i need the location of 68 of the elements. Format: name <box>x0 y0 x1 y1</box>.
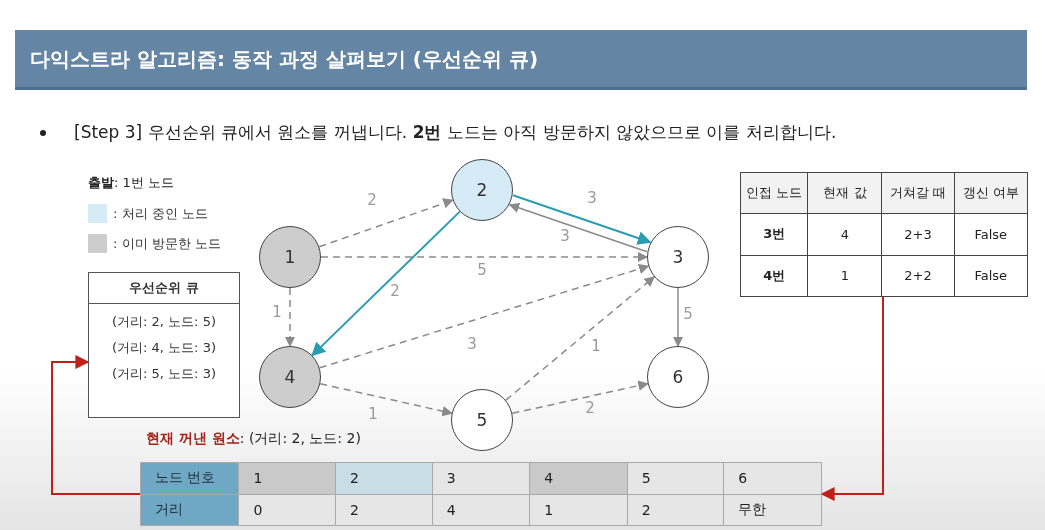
edge-label: 2 <box>367 191 377 209</box>
queue-heading: 우선순위 큐 <box>89 273 239 304</box>
table-cell: 4 <box>529 462 628 494</box>
edge-label: 2 <box>390 282 400 300</box>
legend-text: : 이미 방문한 노드 <box>113 235 221 253</box>
header-cell: 현재 값 <box>807 172 882 214</box>
legend-text: : 처리 중인 노드 <box>113 205 208 223</box>
header-cell: 인접 노드 <box>740 172 808 214</box>
table-cell: False <box>954 213 1028 256</box>
table-cell: 3번 <box>740 213 808 256</box>
arrow <box>508 202 648 253</box>
arrow <box>511 194 652 245</box>
table-cell: 1 <box>238 462 336 494</box>
queue-item: (거리: 4, 노드: 3) <box>111 339 217 357</box>
edge-label: 5 <box>477 261 487 279</box>
arrow <box>51 355 141 495</box>
arrow <box>311 210 461 357</box>
table-cell: 무한 <box>723 494 822 526</box>
table <box>740 172 1028 297</box>
table-cell: 1 <box>807 255 882 297</box>
queue-panel <box>88 272 240 418</box>
graph-node: 2 <box>451 159 513 221</box>
table-cell: 0 <box>238 494 336 526</box>
graph-node: 6 <box>647 346 709 408</box>
table-cell: 2 <box>335 494 433 526</box>
bullet-text: [Step 3] 우선순위 큐에서 원소를 꺼냅니다. 2번 노드는 아직 방문하지 않았으므로 이를 처리합니다. <box>74 121 837 144</box>
graph-node: 4 <box>259 346 321 408</box>
table <box>140 462 822 526</box>
arrow <box>672 287 684 348</box>
table-cell: 2 <box>335 462 433 494</box>
header-cell: 거쳐갈 때 <box>881 172 955 214</box>
arrow <box>320 251 649 263</box>
table-cell: 3 <box>432 462 530 494</box>
arrow <box>318 198 454 248</box>
header-cell: 갱신 여부 <box>954 172 1028 214</box>
graph-node: 3 <box>647 226 709 288</box>
edge-label: 2 <box>585 399 595 417</box>
start-note: 출발: 1번 노드 <box>88 174 174 192</box>
table-cell: 2 <box>627 494 724 526</box>
table-cell: 4 <box>432 494 530 526</box>
table-cell: 2+3 <box>881 213 955 256</box>
table-cell: 4번 <box>740 255 808 297</box>
header-cell: 거리 <box>140 494 239 526</box>
edge-label: 3 <box>560 227 570 245</box>
current-element-note: 현재 꺼낸 원소: (거리: 2, 노드: 2) <box>146 430 361 448</box>
arrow <box>505 276 655 401</box>
edge-label: 1 <box>272 303 282 321</box>
edge-label: 1 <box>591 337 601 355</box>
header-cell: 노드 번호 <box>140 462 239 494</box>
edge-label: 1 <box>368 405 378 423</box>
arrow <box>511 380 649 415</box>
edge-label: 3 <box>467 335 477 353</box>
table-cell: 1 <box>529 494 628 526</box>
queue-item: (거리: 2, 노드: 5) <box>111 313 217 331</box>
graph-node: 1 <box>259 226 321 288</box>
table-cell: 6 <box>723 462 822 494</box>
table-cell: 4 <box>807 213 882 256</box>
arrow <box>319 383 453 417</box>
graph-node: 5 <box>451 389 513 451</box>
table-cell: False <box>954 255 1028 297</box>
table-cell: 5 <box>627 462 724 494</box>
arrow <box>284 287 296 348</box>
queue-item: (거리: 5, 노드: 3) <box>111 365 217 383</box>
table-cell: 2+2 <box>881 255 955 297</box>
edge-label: 5 <box>683 305 693 323</box>
arrow <box>318 263 650 369</box>
edge-label: 3 <box>587 189 597 207</box>
title: 다익스트라 알고리즘: 동작 과정 살펴보기 (우선순위 큐) <box>30 46 539 73</box>
